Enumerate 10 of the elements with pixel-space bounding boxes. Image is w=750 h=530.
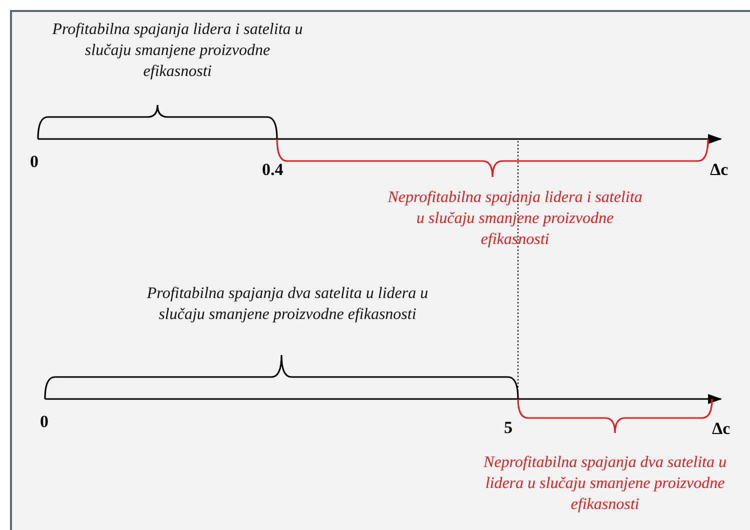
axis-label: 5 [504, 418, 512, 438]
axis-label: 0.4 [262, 160, 284, 180]
axis-label: 0 [40, 412, 48, 432]
annotation-text: Neprofitabilna spajanja dva satelita u lidera u slučaju smanjene proizvodne efikasnosti [482, 453, 728, 515]
axis-label: 0 [30, 152, 38, 172]
axis-label: Δc [710, 160, 728, 180]
annotation-text: Profitabilna spajanja dva satelita u lidera u slučaju smanjene proizvodne efikasnosti [146, 284, 430, 325]
annotation-text: Neprofitabilna spajanja lidera i satelita u slučaju smanjene proizvodne efikasnosti [386, 188, 644, 250]
annotation-text: Profitabilna spajanja lidera i satelita u slučaju smanjene proizvodne efikasnosti [51, 20, 304, 82]
axis-label: Δc [712, 419, 730, 439]
